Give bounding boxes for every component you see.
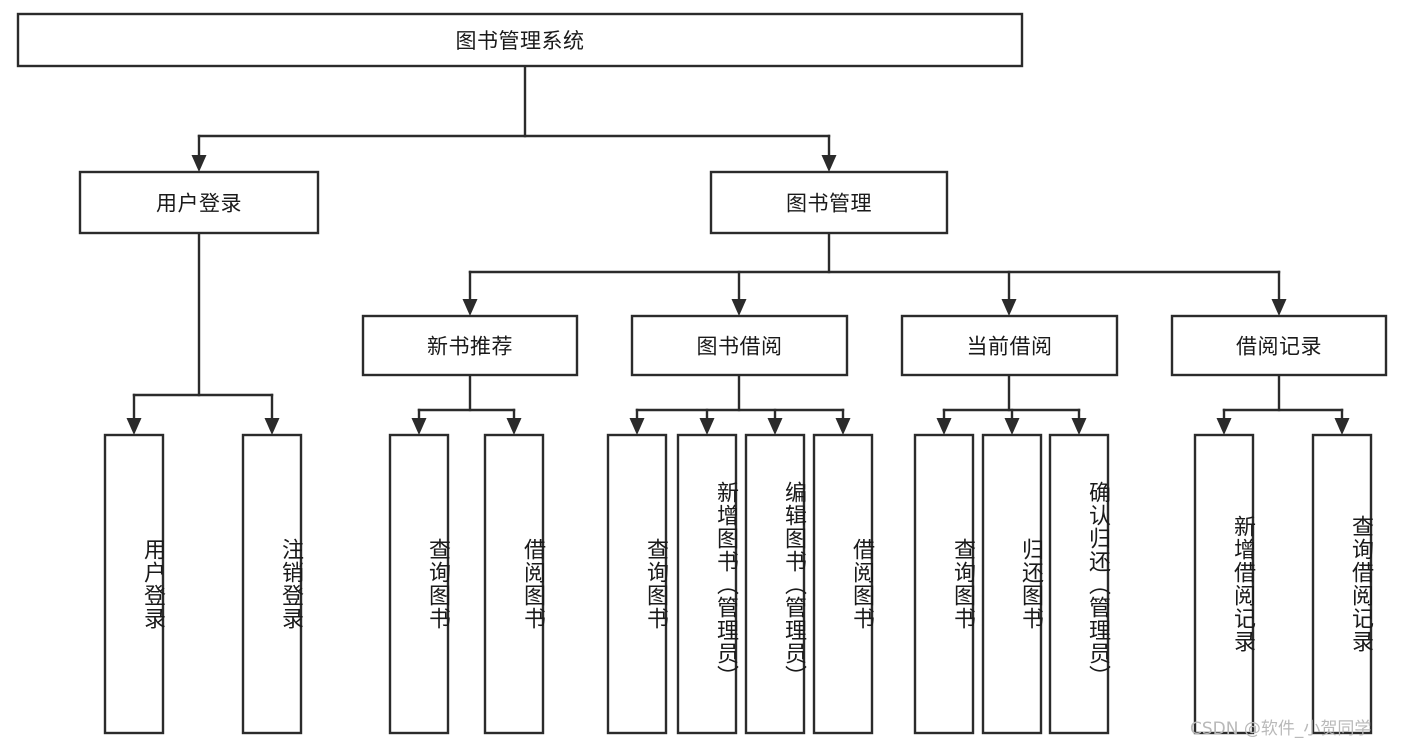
node-box-leaf-query-book-current[interactable] — [913, 433, 975, 735]
csdn-watermark: CSDN @软件_小贺同学 — [1190, 719, 1372, 739]
arrow-head-icon — [462, 299, 478, 316]
node-box-leaf-add-book[interactable] — [676, 433, 738, 735]
connector-book-management-to-level3 — [462, 231, 1287, 316]
arrow-head-icon — [191, 155, 207, 172]
arrow-head-icon — [264, 418, 280, 435]
arrow-head-icon — [936, 418, 952, 435]
node-box-borrow-record[interactable] — [1170, 314, 1388, 377]
node-label-book-management: 图书管理 — [786, 192, 872, 216]
node-box-book-management[interactable] — [709, 170, 949, 235]
arrow-head-icon — [1071, 418, 1087, 435]
connector-borrow-record-to-leaves — [1216, 373, 1350, 435]
node-box-book-borrow[interactable] — [630, 314, 849, 377]
connector-root-to-level2 — [191, 64, 837, 172]
node-box-root[interactable] — [16, 12, 1024, 68]
node-box-leaf-query-book-borrow[interactable] — [606, 433, 668, 735]
connector-new-book-recommend-to-leaves — [411, 373, 522, 435]
node-box-current-borrow[interactable] — [900, 314, 1119, 377]
node-box-leaf-borrow-book[interactable] — [812, 433, 874, 735]
arrow-head-icon — [699, 418, 715, 435]
node-box-leaf-confirm-return[interactable] — [1048, 433, 1110, 735]
node-label-current-borrow: 当前借阅 — [967, 335, 1053, 359]
node-box-leaf-borrow-book-recommend[interactable] — [483, 433, 545, 735]
arrow-head-icon — [1001, 299, 1017, 316]
connector-book-borrow-to-leaves — [629, 373, 851, 435]
connector-current-borrow-to-leaves — [936, 373, 1087, 435]
arrow-head-icon — [506, 418, 522, 435]
arrow-head-icon — [821, 155, 837, 172]
arrow-head-icon — [629, 418, 645, 435]
node-box-leaf-edit-book[interactable] — [744, 433, 806, 735]
node-label-borrow-record: 借阅记录 — [1236, 335, 1322, 359]
arrow-head-icon — [411, 418, 427, 435]
node-label-user-login: 用户登录 — [156, 192, 242, 216]
arrow-head-icon — [835, 418, 851, 435]
node-box-new-book-recommend[interactable] — [361, 314, 579, 377]
arrow-head-icon — [767, 418, 783, 435]
arrow-head-icon — [731, 299, 747, 316]
node-box-leaf-return-book[interactable] — [981, 433, 1043, 735]
node-box-leaf-logout[interactable] — [241, 433, 303, 735]
arrow-head-icon — [1216, 418, 1232, 435]
node-label-book-borrow: 图书借阅 — [697, 335, 783, 359]
node-box-user-login[interactable] — [78, 170, 320, 235]
node-box-leaf-query-book-recommend[interactable] — [388, 433, 450, 735]
arrow-head-icon — [1334, 418, 1350, 435]
arrow-head-icon — [1004, 418, 1020, 435]
arrow-head-icon — [1271, 299, 1287, 316]
node-box-leaf-query-borrow-record[interactable] — [1311, 433, 1373, 735]
node-label-new-book-recommend: 新书推荐 — [427, 335, 513, 359]
connector-user-login-to-leaves — [126, 231, 280, 435]
node-box-layer — [16, 12, 1388, 735]
connector-layer — [126, 64, 1350, 435]
arrow-head-icon — [126, 418, 142, 435]
node-box-leaf-add-borrow-record[interactable] — [1193, 433, 1255, 735]
node-label-root: 图书管理系统 — [456, 29, 585, 53]
node-box-leaf-user-login[interactable] — [103, 433, 165, 735]
